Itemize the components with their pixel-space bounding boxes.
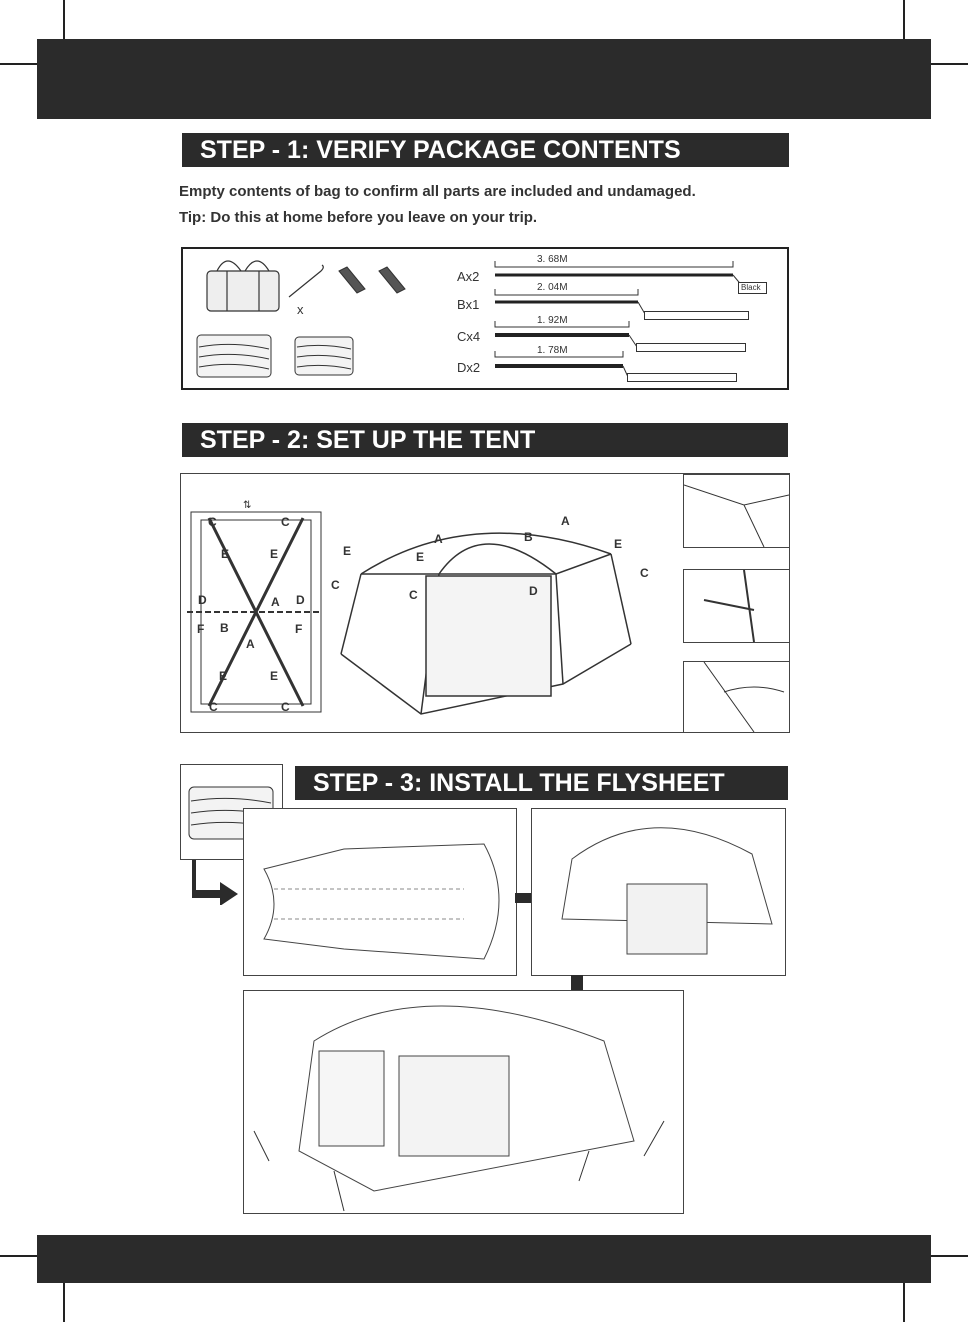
tent-setup-panel: ⇅ C C E E D D A F B F A E E C C A A B E …	[180, 473, 790, 733]
step1-tip: Tip: Do this at home before you leave on…	[179, 209, 538, 226]
folded-tent-icon	[196, 334, 272, 378]
plan-label-c-bl: C	[209, 700, 218, 714]
plan-label-c-tl: C	[208, 515, 217, 529]
pole-a-note: Black	[738, 282, 767, 294]
tent-label-a-top: A	[561, 514, 570, 528]
poles-illustration	[494, 261, 744, 378]
tent-frame-illustration	[340, 532, 632, 715]
plan-label-d-r: D	[296, 593, 305, 607]
plan-label-c-tr: C	[281, 515, 290, 529]
plan-label-e-bl: E	[219, 669, 228, 683]
plan-label-b: B	[220, 621, 229, 635]
step1-instruction: Empty contents of bag to confirm all par…	[179, 183, 696, 200]
plan-label-e-tl: E	[221, 547, 230, 561]
plan-label-e-br: E	[270, 669, 279, 683]
guy-line-icon	[338, 266, 406, 294]
detail-stake	[683, 661, 790, 733]
tent-label-d: D	[529, 584, 538, 598]
package-contents-panel: x Ax2 Bx1 Cx4 Dx2 3. 68M 2. 04M 1. 92M 1…	[181, 247, 789, 390]
tent-label-e-r: E	[614, 537, 623, 551]
stake-multiplier: x	[297, 302, 304, 317]
tent-label-c-r: C	[640, 566, 649, 580]
floor-plan-diagram: ⇅	[187, 500, 322, 713]
pole-c-length: 1. 92M	[537, 315, 568, 326]
folded-flysheet-icon	[294, 336, 354, 376]
plan-label-e-tr: E	[270, 547, 279, 561]
plan-label-a-c: A	[271, 595, 280, 609]
pole-b-note	[644, 311, 749, 320]
tent-label-c-l: C	[331, 578, 340, 592]
step2-heading: STEP - 2: SET UP THE TENT	[182, 423, 788, 457]
pole-d-label: Dx2	[457, 360, 481, 375]
carry-bag-icon	[206, 260, 280, 312]
flysheet-spread-panel	[243, 808, 517, 976]
footer-band	[37, 1235, 931, 1283]
header-band	[37, 39, 931, 119]
tent-label-b: B	[524, 530, 533, 544]
tent-label-c-c: C	[409, 588, 418, 602]
tent-stake-icon	[288, 264, 324, 298]
pole-b-length: 2. 04M	[537, 282, 568, 293]
plan-label-c-br: C	[281, 700, 290, 714]
pole-bars	[495, 273, 733, 368]
plan-label-d-l: D	[198, 593, 207, 607]
detail-pole-tip	[683, 474, 790, 548]
pole-d-length: 1. 78M	[537, 345, 568, 356]
flysheet-over-tent-panel	[531, 808, 786, 976]
svg-text:⇅: ⇅	[243, 500, 251, 511]
step3-heading: STEP - 3: INSTALL THE FLYSHEET	[295, 766, 788, 800]
pole-a-length: 3. 68M	[537, 254, 568, 265]
plan-label-f-l: F	[197, 622, 205, 636]
arrow-down-right-icon	[192, 860, 238, 905]
detail-clip	[683, 569, 790, 643]
tent-label-e-c: E	[416, 550, 425, 564]
final-tent-panel	[243, 990, 684, 1214]
tent-label-e-l: E	[343, 544, 352, 558]
pole-d-note	[627, 373, 737, 382]
pole-c-note	[636, 343, 746, 352]
connector-tab	[571, 975, 583, 993]
pole-a-label: Ax2	[457, 269, 480, 284]
plan-label-a-b: A	[246, 637, 255, 651]
pole-b-label: Bx1	[457, 297, 480, 312]
pole-c-label: Cx4	[457, 329, 481, 344]
step1-heading: STEP - 1: VERIFY PACKAGE CONTENTS	[182, 133, 789, 167]
accessories-illustration	[196, 260, 406, 378]
plan-label-f-r: F	[295, 622, 303, 636]
tent-label-a: A	[434, 532, 443, 546]
